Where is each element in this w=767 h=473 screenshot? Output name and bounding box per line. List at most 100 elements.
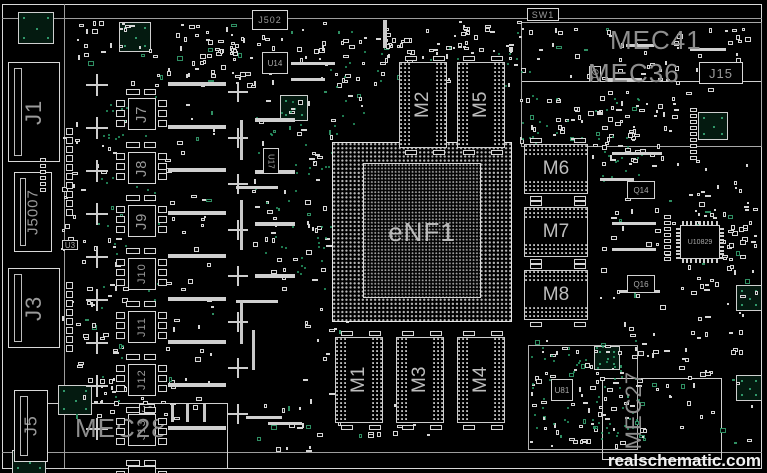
copper-trace xyxy=(291,62,335,65)
chip-decoupling-pad xyxy=(405,56,417,61)
smd-pad xyxy=(208,40,213,45)
smd-pad xyxy=(306,425,311,429)
smd-pad xyxy=(715,282,719,287)
solder-mask-via xyxy=(606,427,608,429)
smd-pad xyxy=(101,400,103,403)
chip-body-band xyxy=(469,63,493,147)
connector-j10[interactable]: J10 xyxy=(128,258,156,290)
pin-header-pad xyxy=(690,144,697,148)
memory-chip-m4[interactable]: M4 xyxy=(457,337,505,423)
smd-pad xyxy=(630,334,636,337)
ic-pin xyxy=(707,259,710,263)
smd-pad xyxy=(281,38,283,41)
component-u14[interactable]: U14 xyxy=(262,52,288,74)
connector-sw1[interactable]: SW1 xyxy=(527,8,559,21)
memory-chip-m1[interactable]: M1 xyxy=(335,337,383,423)
smd-pad xyxy=(670,396,672,398)
ic-pin xyxy=(720,246,724,248)
smd-pad xyxy=(729,243,734,248)
solder-mask-via xyxy=(546,125,548,127)
solder-mask-via xyxy=(636,419,638,421)
component-u10829[interactable]: U10829 xyxy=(680,225,720,259)
connector-j15[interactable]: J15 xyxy=(699,62,743,84)
ic-pin xyxy=(686,221,689,225)
smd-pad xyxy=(196,397,202,401)
smd-pad xyxy=(736,251,740,256)
memory-chip-m7[interactable]: M7 xyxy=(524,207,588,257)
solder-mask-via xyxy=(567,120,569,122)
connector-j1[interactable]: J1 xyxy=(8,62,60,162)
smd-pad xyxy=(659,69,662,72)
smd-pad xyxy=(308,101,310,106)
connector-j8[interactable]: J8 xyxy=(128,152,156,184)
connector-j5[interactable]: J5 xyxy=(14,390,48,462)
component-u3[interactable]: U3 xyxy=(62,240,78,250)
smd-pad xyxy=(177,56,183,61)
smd-pad xyxy=(76,122,78,127)
smd-pad xyxy=(201,218,205,221)
smd-pad xyxy=(116,238,122,240)
copper-trace-stub xyxy=(168,125,226,129)
connector-j11[interactable]: J11 xyxy=(128,311,156,343)
smd-pad xyxy=(732,379,735,381)
chip-decoupling-pad xyxy=(463,425,475,430)
smd-pad xyxy=(727,303,729,305)
smd-pad xyxy=(539,49,543,51)
chip-decoupling-pad xyxy=(574,259,586,264)
pin-header-pad xyxy=(664,233,671,237)
connector-j502[interactable]: J502 xyxy=(252,10,288,30)
copper-trace xyxy=(600,178,634,181)
smd-pad xyxy=(264,404,267,408)
smd-pad xyxy=(714,209,716,211)
smd-pad xyxy=(509,44,514,46)
solder-mask-via xyxy=(110,104,112,106)
pin-header-pad xyxy=(66,327,73,334)
memory-chip-m8[interactable]: M8 xyxy=(524,270,588,320)
connector-side-pad xyxy=(158,163,167,170)
solder-mask-via xyxy=(621,376,623,378)
smd-pad xyxy=(600,297,602,299)
smd-pad xyxy=(734,181,737,185)
connector-j9[interactable]: J9 xyxy=(128,205,156,237)
smd-pad xyxy=(213,133,215,135)
connector-j3[interactable]: J3 xyxy=(8,268,60,348)
connector-j6[interactable]: J6 xyxy=(128,466,156,473)
smd-pad xyxy=(618,69,623,73)
solder-mask-via xyxy=(627,428,629,430)
site-watermark: realschematic.com xyxy=(607,451,761,470)
connector-side-pad xyxy=(116,153,125,160)
component-q14[interactable]: Q14 xyxy=(627,181,655,199)
ic-pin xyxy=(720,249,724,252)
memory-chip-m6[interactable]: M6 xyxy=(524,144,588,194)
memory-chip-m5[interactable]: M5 xyxy=(457,62,505,148)
chip-body-band xyxy=(469,338,493,422)
smd-pad xyxy=(359,40,362,44)
smd-pad xyxy=(521,68,526,73)
smd-pad xyxy=(108,295,112,297)
connector-j7[interactable]: J7 xyxy=(128,98,156,130)
solder-mask-via xyxy=(106,182,108,184)
connector-label: J10 xyxy=(136,263,148,285)
solder-mask-via xyxy=(103,135,105,137)
main-bga-chip[interactable]: eNF1 xyxy=(332,142,512,322)
memory-chip-m3[interactable]: M3 xyxy=(396,337,444,423)
connector-j13[interactable]: J13 xyxy=(128,414,156,446)
smd-pad xyxy=(594,350,598,353)
component-u81[interactable]: U81 xyxy=(551,379,573,401)
solder-mask-via xyxy=(276,207,278,209)
component-label: Q14 xyxy=(633,185,649,195)
memory-chip-m2[interactable]: M2 xyxy=(399,62,447,148)
component-u17[interactable]: U17 xyxy=(263,148,279,174)
smd-pad xyxy=(297,47,302,52)
connector-j12[interactable]: J12 xyxy=(128,364,156,396)
component-q1[interactable]: Q1 xyxy=(589,66,601,82)
smd-pad xyxy=(632,139,635,141)
smd-pad xyxy=(323,206,327,211)
connector-side-pad xyxy=(116,365,125,372)
component-q16[interactable]: Q16 xyxy=(627,275,655,293)
smd-pad xyxy=(634,293,636,298)
pin-header-pad xyxy=(690,108,697,112)
smd-pad xyxy=(722,255,728,258)
smd-pad xyxy=(364,37,367,39)
